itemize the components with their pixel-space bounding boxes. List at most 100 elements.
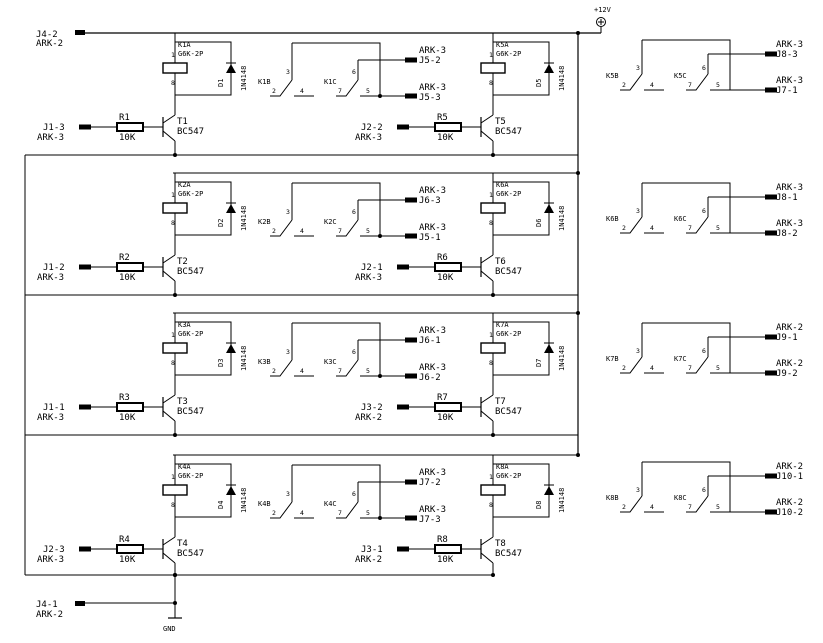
output-conn: ARK-3 bbox=[419, 363, 446, 373]
transistor-ref: T4 bbox=[177, 539, 188, 549]
contact-b-blade bbox=[270, 79, 293, 97]
input-pad bbox=[397, 404, 409, 410]
contact-pin: 4 bbox=[300, 227, 304, 235]
transistor-emitter bbox=[480, 130, 494, 142]
output-net: J5-1 bbox=[419, 233, 441, 243]
transistor-ref: T6 bbox=[495, 257, 506, 267]
resistor-ref: R2 bbox=[119, 253, 130, 263]
output-net: J8-1 bbox=[776, 193, 798, 203]
diode-type: 1N4148 bbox=[558, 206, 566, 231]
coil-pin: 1 bbox=[489, 191, 493, 199]
output-pad bbox=[405, 57, 417, 63]
contact-pin: 2 bbox=[622, 364, 626, 372]
output-conn: ARK-2 bbox=[776, 359, 803, 369]
transistor-emitter bbox=[480, 552, 494, 564]
contact-pin: 3 bbox=[636, 486, 640, 494]
junction-dot bbox=[173, 293, 177, 297]
output-net: J7-2 bbox=[419, 478, 441, 488]
contact-pin: 2 bbox=[622, 81, 626, 89]
input-conn: ARK-3 bbox=[37, 273, 64, 283]
contact-ref: K1C bbox=[324, 78, 337, 86]
transistor-collector bbox=[480, 394, 494, 404]
supply-symbol bbox=[596, 17, 606, 27]
transistor-collector bbox=[162, 254, 176, 264]
output-pad bbox=[405, 515, 417, 521]
diode-ref: D4 bbox=[217, 501, 225, 509]
junction-dot bbox=[491, 433, 495, 437]
output-pad bbox=[405, 93, 417, 99]
junction-dot bbox=[173, 601, 177, 605]
input-pad bbox=[397, 124, 409, 130]
coil-pin: 1 bbox=[171, 51, 175, 59]
contact-pin: 4 bbox=[650, 503, 654, 511]
input-pad bbox=[79, 264, 91, 270]
contact-ref: K3B bbox=[258, 358, 271, 366]
contact-pin: 4 bbox=[650, 224, 654, 232]
output-pad bbox=[405, 373, 417, 379]
input-net: J1-1 bbox=[43, 403, 65, 413]
coil-pin: 1 bbox=[489, 473, 493, 481]
relay-coil bbox=[480, 342, 506, 354]
junction-dot bbox=[378, 516, 382, 520]
resistor-ref: R6 bbox=[437, 253, 448, 263]
coil-ref: K7A bbox=[496, 321, 509, 329]
contact-pin: 7 bbox=[688, 81, 692, 89]
output-net: J6-1 bbox=[419, 336, 441, 346]
resistor bbox=[434, 262, 462, 272]
contact-pin: 5 bbox=[716, 503, 720, 511]
resistor-ref: R3 bbox=[119, 393, 130, 403]
resistor bbox=[434, 122, 462, 132]
junction-dot bbox=[173, 573, 177, 577]
junction-dot bbox=[576, 311, 580, 315]
diode-body bbox=[544, 486, 554, 495]
output-conn: ARK-3 bbox=[776, 40, 803, 50]
resistor bbox=[116, 402, 144, 412]
transistor-ref: T5 bbox=[495, 117, 506, 127]
diode-ref: D1 bbox=[217, 79, 225, 87]
transistor-type: BC547 bbox=[177, 407, 204, 417]
diode-body bbox=[544, 204, 554, 213]
rg-contact-b bbox=[620, 216, 643, 234]
transistor-emitter bbox=[162, 552, 176, 564]
transistor-type: BC547 bbox=[495, 127, 522, 137]
common-link bbox=[292, 182, 381, 236]
output-pad bbox=[405, 337, 417, 343]
junction-dot bbox=[378, 374, 382, 378]
output-pad bbox=[765, 230, 777, 236]
diode-ref: D5 bbox=[535, 79, 543, 87]
contact-ref: K3C bbox=[324, 358, 337, 366]
diode-body bbox=[544, 64, 554, 73]
coil-pin: 1 bbox=[489, 331, 493, 339]
transistor-ref: T7 bbox=[495, 397, 506, 407]
transistor-ref: T1 bbox=[177, 117, 188, 127]
diode-ref: D6 bbox=[535, 219, 543, 227]
transistor-type: BC547 bbox=[177, 267, 204, 277]
coil-type: G6K-2P bbox=[496, 190, 521, 198]
supply-label: +12V bbox=[594, 6, 612, 14]
transistor-collector bbox=[162, 114, 176, 124]
rg-link bbox=[642, 461, 731, 512]
coil-pin: 8 bbox=[489, 79, 493, 87]
common-link bbox=[292, 322, 381, 376]
contact-pin: 5 bbox=[366, 367, 370, 375]
resistor-value: 10K bbox=[437, 413, 454, 423]
output-conn: ARK-3 bbox=[419, 186, 446, 196]
output-net: J6-2 bbox=[419, 373, 441, 383]
junction-dot bbox=[576, 171, 580, 175]
coil-pin: 1 bbox=[489, 51, 493, 59]
resistor-value: 10K bbox=[119, 133, 136, 143]
output-pad bbox=[405, 233, 417, 239]
input-net: J3-1 bbox=[361, 545, 383, 555]
coil-pin: 1 bbox=[171, 331, 175, 339]
output-pad bbox=[765, 370, 777, 376]
junction-dot bbox=[491, 153, 495, 157]
coil-pin: 8 bbox=[171, 219, 175, 227]
diode-type: 1N4148 bbox=[240, 488, 248, 513]
output-net: J6-3 bbox=[419, 196, 441, 206]
resistor-ref: R5 bbox=[437, 113, 448, 123]
contact-pin: 5 bbox=[366, 509, 370, 517]
transistor-type: BC547 bbox=[495, 267, 522, 277]
